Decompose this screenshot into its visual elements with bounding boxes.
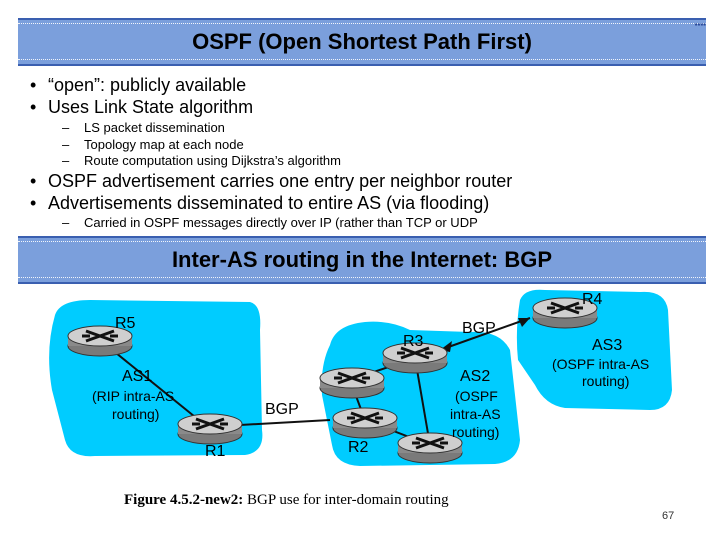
subbullet-text: LS packet dissemination	[84, 120, 225, 135]
bullet-text: OSPF advertisement carries one entry per…	[48, 171, 513, 191]
bgp-diagram: R5 R1 R2 R3 R4 AS1 (RIP intra-AS routing…	[49, 289, 672, 466]
label-as2-proto-2: intra-AS	[450, 406, 501, 422]
caption-text: BGP use for inter-domain routing	[243, 492, 449, 508]
label-as1-proto-2: routing)	[112, 406, 159, 422]
label-as3-proto-1: (OSPF intra-AS	[552, 356, 649, 372]
page-number: 67	[662, 510, 675, 522]
label-r1: R1	[205, 443, 226, 460]
subbullet-3: –Route computation using Dijkstra’s algo…	[62, 153, 341, 168]
subbullet-text: Carried in OSPF messages directly over I…	[84, 215, 478, 230]
bullet-4: •Advertisements disseminated to entire A…	[30, 193, 490, 213]
figure-caption: Figure 4.5.2-new2: BGP use for inter-dom…	[124, 492, 449, 509]
slide-title: OSPF (Open Shortest Path First)	[192, 29, 532, 54]
subbullet-1: –LS packet dissemination	[62, 120, 225, 135]
bullet-area	[18, 68, 706, 234]
bullet-text: Advertisements disseminated to entire AS…	[48, 193, 490, 213]
arrowhead-right	[518, 318, 530, 327]
bullet-text: Uses Link State algorithm	[48, 97, 254, 117]
link-r1-r2	[239, 419, 331, 426]
section-title: Inter-AS routing in the Internet: BGP	[171, 247, 553, 272]
label-as3-proto-2: routing)	[582, 373, 629, 389]
subbullet-text: Topology map at each node	[84, 137, 244, 152]
label-as1-proto-1: (RIP intra-AS	[92, 388, 174, 404]
label-bgp-right: BGP	[462, 320, 496, 337]
link-r3-r4	[439, 317, 531, 351]
router-r1	[176, 412, 244, 446]
caption-label: Figure 4.5.2-new2:	[124, 492, 244, 508]
bullet-text: “open”: publicly available	[48, 75, 247, 95]
corner-decoration: ▪▪▪▪	[694, 20, 706, 29]
label-bgp-left: BGP	[265, 401, 299, 418]
section-bar: Inter-AS routing in the Internet: BGP	[18, 236, 706, 284]
label-as2: AS2	[460, 368, 490, 385]
label-as1: AS1	[122, 368, 152, 385]
router-as2-left	[318, 366, 386, 400]
label-as2-proto-3: routing)	[452, 424, 499, 440]
subbullet-4: –Carried in OSPF messages directly over …	[62, 215, 478, 230]
label-r4: R4	[582, 291, 603, 308]
label-r2: R2	[348, 439, 369, 456]
label-as2-proto-1: (OSPF	[455, 388, 498, 404]
router-r2	[331, 406, 399, 440]
subbullet-2: –Topology map at each node	[62, 137, 244, 152]
subbullet-text: Route computation using Dijkstra’s algor…	[84, 153, 341, 168]
title-bar: ▪▪▪▪ OSPF (Open Shortest Path First)	[18, 18, 706, 66]
bullet-1: •“open”: publicly available	[30, 75, 247, 95]
label-r5: R5	[115, 315, 136, 332]
label-as3: AS3	[592, 337, 622, 354]
bullet-3: •OSPF advertisement carries one entry pe…	[30, 171, 513, 191]
label-r3: R3	[403, 333, 424, 350]
bullet-2: •Uses Link State algorithm	[30, 97, 254, 117]
